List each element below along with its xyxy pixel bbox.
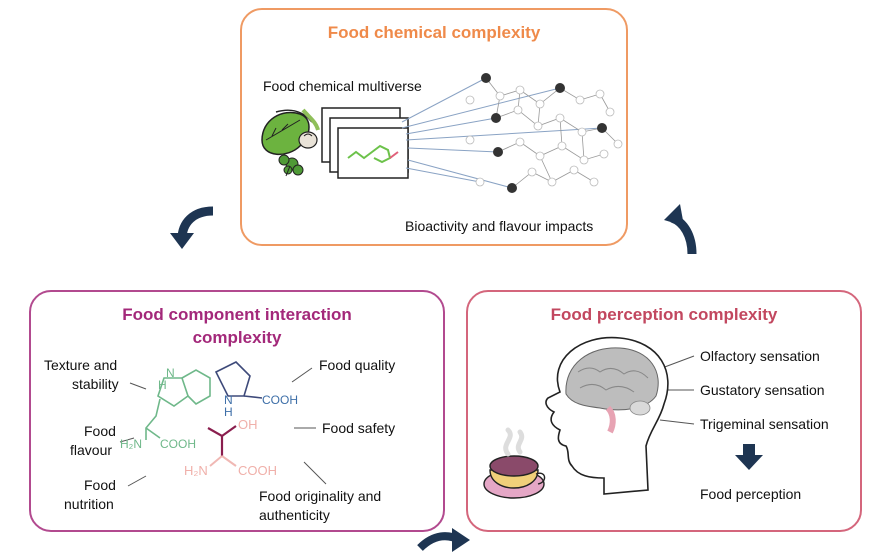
- quality-label: Food quality: [319, 357, 396, 373]
- olfactory-label: Olfactory sensation: [700, 348, 820, 364]
- tryptophan-n: N: [166, 366, 175, 380]
- down-arrow-icon: [735, 444, 763, 470]
- threonine-h2n: H₂N: [184, 463, 208, 478]
- nutrition-label-2: nutrition: [64, 496, 114, 512]
- curved-arrow-icon: [170, 206, 214, 249]
- stability-label: stability: [72, 376, 119, 392]
- flavour-label-1: Food: [84, 423, 116, 439]
- bioactivity-label: Bioactivity and flavour impacts: [405, 218, 594, 234]
- proline-cooh: COOH: [262, 393, 298, 407]
- panel-title-interaction-line1: Food component interaction: [122, 305, 352, 324]
- originality-label: Food originality and: [259, 488, 382, 504]
- threonine-oh: OH: [238, 417, 258, 432]
- tryptophan-h: H: [158, 378, 167, 392]
- gustatory-label: Gustatory sensation: [700, 382, 825, 398]
- flavour-label-2: flavour: [70, 442, 113, 458]
- panel-title-perception: Food perception complexity: [550, 305, 778, 324]
- curved-arrow-icon: [664, 204, 697, 255]
- perception-label: Food perception: [700, 486, 802, 502]
- safety-label: Food safety: [322, 420, 396, 436]
- texture-label: Texture and: [44, 357, 118, 373]
- authenticity-label: authenticity: [259, 507, 330, 523]
- threonine-cooh: COOH: [238, 463, 277, 478]
- nutrition-label-1: Food: [84, 477, 116, 493]
- trigeminal-label: Trigeminal sensation: [700, 416, 829, 432]
- food-chemical-complexity-panel: [240, 8, 628, 246]
- curved-arrow-icon: [417, 528, 470, 552]
- panel-title-chemical: Food chemical complexity: [327, 23, 541, 42]
- food-component-interaction-panel: [29, 290, 445, 532]
- proline-n: N: [224, 393, 233, 407]
- tryptophan-h2n: H₂N: [120, 437, 142, 451]
- proline-h: H: [224, 405, 233, 419]
- tryptophan-cooh: COOH: [160, 437, 196, 451]
- food-perception-panel: [466, 290, 862, 532]
- panel-title-interaction-line2: complexity: [192, 328, 282, 347]
- multiverse-label: Food chemical multiverse: [263, 78, 422, 94]
